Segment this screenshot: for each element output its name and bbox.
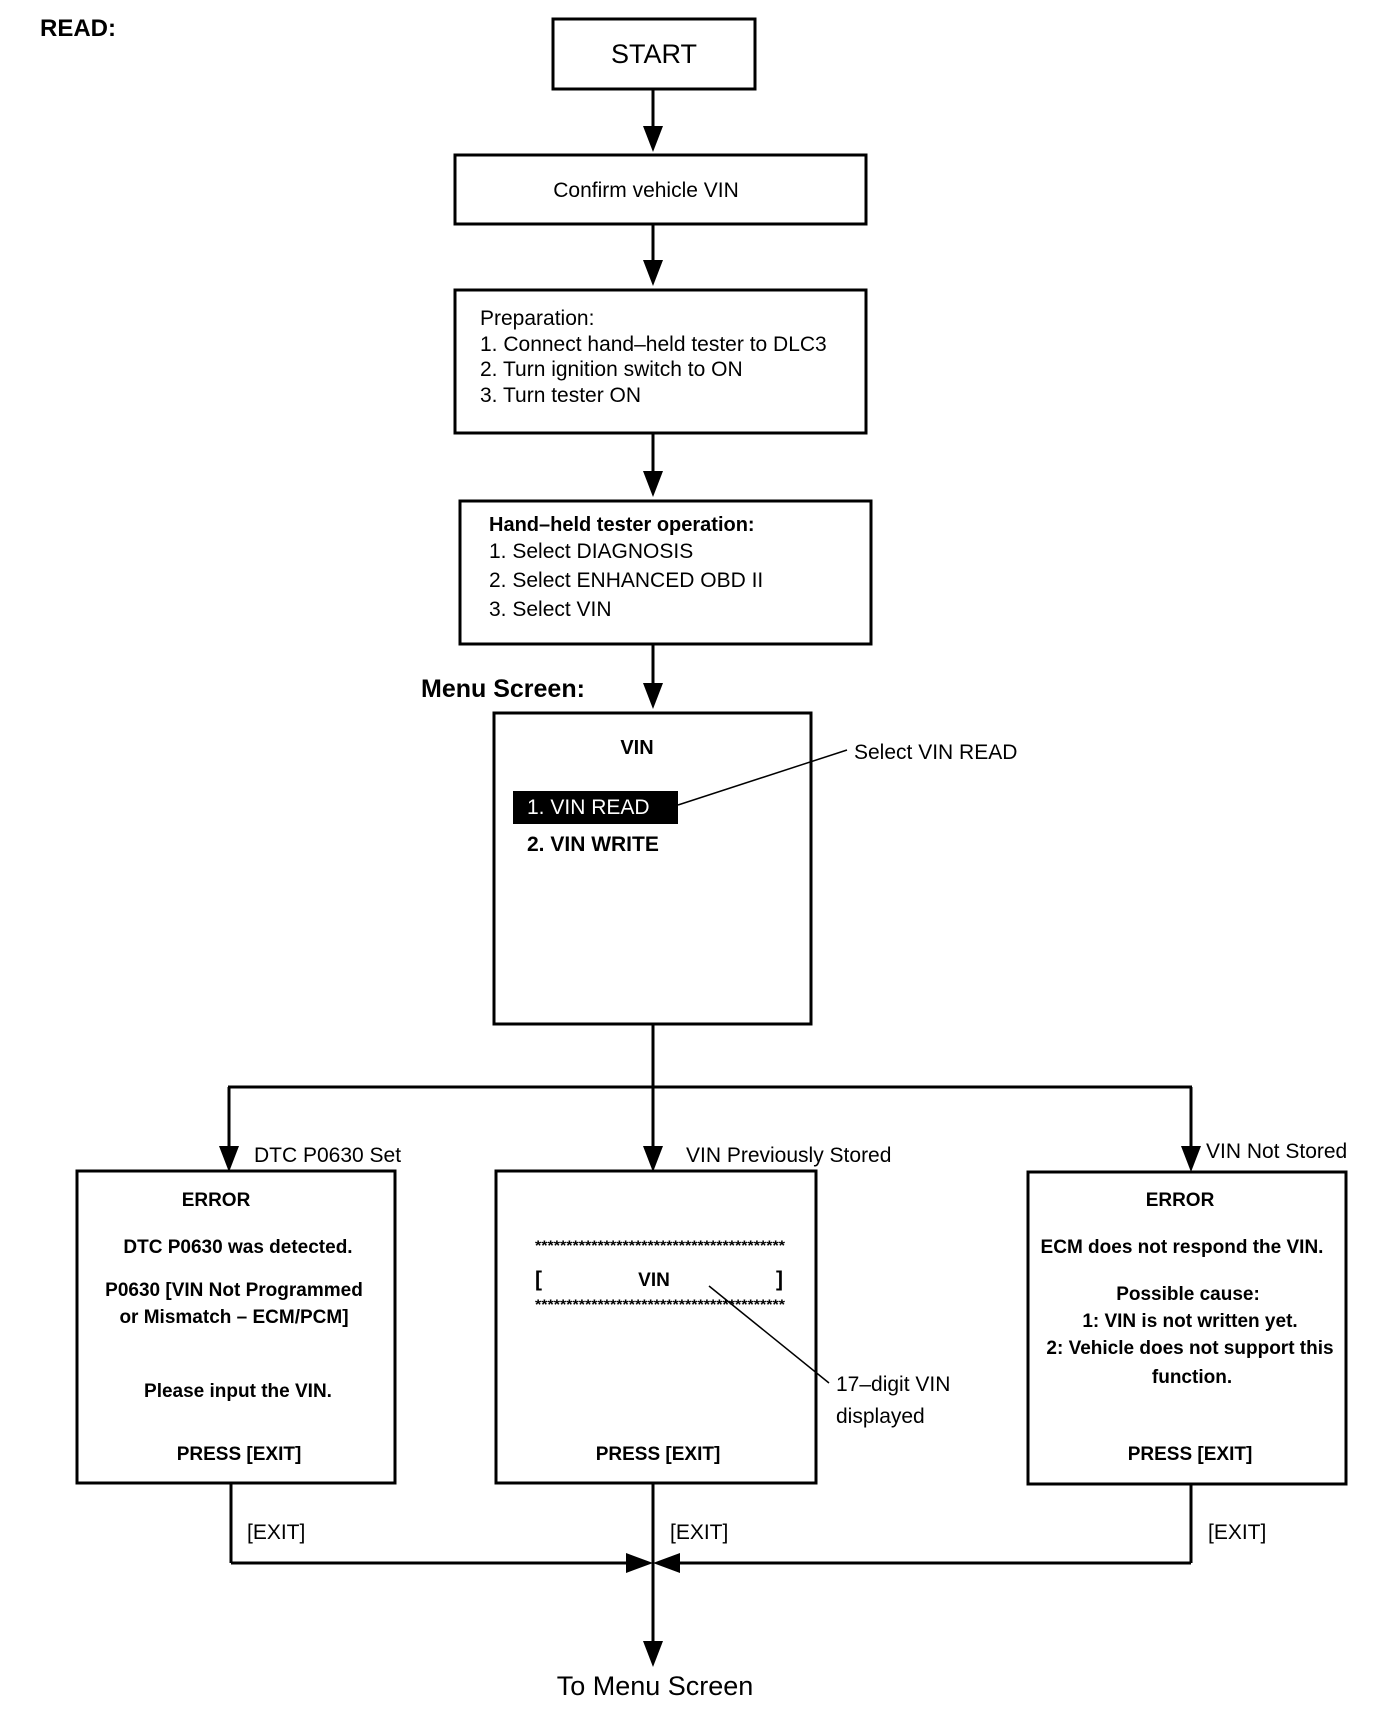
arrow-head xyxy=(219,1146,239,1172)
callout-line xyxy=(677,749,848,806)
dtc-error-box xyxy=(75,1169,397,1485)
operation-step: 2. Select ENHANCED OBD II xyxy=(489,569,763,592)
not-stored-press-exit: PRESS [EXIT] xyxy=(1128,1444,1253,1465)
not-stored-error-text: 1: VIN is not written yet. xyxy=(1082,1311,1297,1332)
arrow-head xyxy=(643,126,663,152)
vin-stars-bottom: **************************************** xyxy=(535,1296,786,1312)
dtc-error-text: Please input the VIN. xyxy=(144,1381,332,1402)
exit-label-right: [EXIT] xyxy=(1208,1521,1266,1544)
dtc-error-text: DTC P0630 was detected. xyxy=(123,1237,352,1258)
dtc-error-title: ERROR xyxy=(182,1190,251,1211)
tester-operation-box xyxy=(458,499,873,646)
preparation-step: 3. Turn tester ON xyxy=(480,384,641,407)
menu-title: VIN xyxy=(620,737,653,759)
start-label: START xyxy=(611,39,697,69)
arrow-head xyxy=(643,683,663,709)
arrow-head xyxy=(653,1553,680,1573)
dtc-error-text: or Mismatch – ECM/PCM] xyxy=(119,1307,348,1328)
vin-bracket-open: [ xyxy=(535,1268,542,1291)
menu-item-vin-write: 2. VIN WRITE xyxy=(527,833,659,856)
preparation-step: 1. Connect hand–held tester to DLC3 xyxy=(480,333,827,356)
vin-display-box xyxy=(494,1169,818,1485)
vin-value: VIN xyxy=(638,1270,670,1291)
dtc-error-text: P0630 [VIN Not Programmed xyxy=(105,1280,363,1301)
not-stored-error-text: function. xyxy=(1152,1367,1232,1388)
to-menu-screen-label: To Menu Screen xyxy=(557,1671,754,1701)
vin-stars-top: **************************************** xyxy=(535,1237,786,1253)
select-vin-read-callout: Select VIN READ xyxy=(854,741,1017,764)
branch-label-not-stored: VIN Not Stored xyxy=(1206,1140,1347,1163)
vin-callout: 17–digit VIN xyxy=(836,1373,950,1396)
not-stored-error-text: ECM does not respond the VIN. xyxy=(1041,1237,1324,1258)
dtc-press-exit: PRESS [EXIT] xyxy=(177,1444,302,1465)
confirm-vin-label: Confirm vehicle VIN xyxy=(553,179,739,202)
not-stored-error-box xyxy=(1026,1170,1348,1486)
confirm-vin-box xyxy=(453,153,868,226)
operation-title: Hand–held tester operation: xyxy=(489,514,755,536)
vin-press-exit: PRESS [EXIT] xyxy=(596,1444,721,1465)
arrow-head xyxy=(1181,1146,1201,1172)
preparation-step: 2. Turn ignition switch to ON xyxy=(480,358,743,381)
not-stored-error-text: Possible cause: xyxy=(1116,1284,1260,1305)
preparation-box xyxy=(453,288,868,435)
arrow-head xyxy=(626,1553,653,1573)
not-stored-error-text: 2: Vehicle does not support this xyxy=(1046,1338,1333,1359)
branch-label-dtc: DTC P0630 Set xyxy=(254,1144,401,1167)
arrow-head xyxy=(643,260,663,286)
arrow-head xyxy=(643,471,663,497)
heading: READ: xyxy=(40,15,116,42)
branch-label-stored: VIN Previously Stored xyxy=(686,1144,891,1167)
arrow-head xyxy=(643,1641,663,1667)
menu-item-highlight xyxy=(513,791,678,824)
vin-bracket-close: ] xyxy=(776,1268,783,1291)
start-box xyxy=(551,17,757,91)
operation-step: 1. Select DIAGNOSIS xyxy=(489,540,693,563)
menu-screen-box xyxy=(492,711,813,1026)
arrow-head xyxy=(643,1146,663,1172)
preparation-title: Preparation: xyxy=(480,307,594,330)
callout-line xyxy=(708,1285,830,1384)
exit-label-middle: [EXIT] xyxy=(670,1521,728,1544)
vin-callout: displayed xyxy=(836,1405,925,1428)
not-stored-error-title: ERROR xyxy=(1146,1190,1215,1211)
operation-step: 3. Select VIN xyxy=(489,598,612,621)
exit-label-left: [EXIT] xyxy=(247,1521,305,1544)
menu-screen-label: Menu Screen: xyxy=(421,675,585,703)
menu-item-vin-read: 1. VIN READ xyxy=(527,796,650,819)
